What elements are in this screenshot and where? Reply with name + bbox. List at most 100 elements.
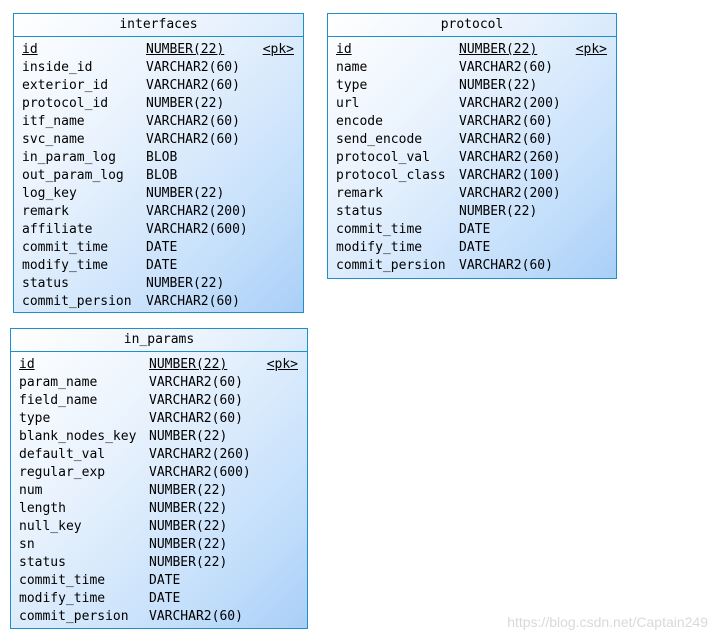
column-name: sn (19, 537, 35, 552)
column-type: NUMBER(22) (459, 42, 538, 57)
column-name: regular_exp (19, 465, 106, 480)
column-type: NUMBER(22) (459, 78, 538, 93)
column-name: id (19, 357, 35, 372)
column-type: DATE (149, 591, 181, 606)
column-name: url (336, 96, 360, 111)
column-name: null_key (19, 519, 82, 534)
column-name: type (336, 78, 368, 93)
column-name: svc_name (22, 132, 85, 147)
column-type: NUMBER(22) (149, 537, 228, 552)
column-type: NUMBER(22) (149, 501, 228, 516)
column-row: type VARCHAR2(60) (11, 410, 307, 428)
column-row: inside_id VARCHAR2(60) (14, 59, 303, 77)
column-row: commit_time DATE (328, 221, 616, 239)
column-type: NUMBER(22) (146, 96, 225, 111)
column-name: protocol_id (22, 96, 109, 111)
column-type: DATE (459, 240, 491, 255)
column-row: status NUMBER(22) (11, 554, 307, 572)
primary-key-marker: <pk> (262, 42, 294, 57)
column-name: commit_persion (22, 294, 132, 309)
column-row: modify_time DATE (14, 257, 303, 275)
column-type: VARCHAR2(200) (459, 96, 561, 111)
column-row: param_name VARCHAR2(60) (11, 374, 307, 392)
column-name: commit_time (336, 222, 423, 237)
column-row: status NUMBER(22) (14, 275, 303, 293)
column-type: VARCHAR2(600) (146, 222, 248, 237)
column-type: NUMBER(22) (146, 276, 225, 291)
column-type: DATE (459, 222, 491, 237)
column-row: url VARCHAR2(200) (328, 95, 616, 113)
column-name: commit_persion (19, 609, 129, 624)
column-name: length (19, 501, 66, 516)
column-name: type (19, 411, 51, 426)
column-name: log_key (22, 186, 77, 201)
column-name: name (336, 60, 368, 75)
column-type: NUMBER(22) (146, 42, 225, 57)
column-type: VARCHAR2(60) (149, 375, 243, 390)
column-name: inside_id (22, 60, 93, 75)
column-name: exterior_id (22, 78, 109, 93)
column-name: field_name (19, 393, 98, 408)
watermark: https://blog.csdn.net/Captain249 (507, 614, 708, 630)
column-name: remark (22, 204, 69, 219)
column-type: NUMBER(22) (149, 429, 228, 444)
column-name: status (336, 204, 383, 219)
column-type: NUMBER(22) (149, 483, 228, 498)
column-name: status (19, 555, 66, 570)
column-type: DATE (146, 258, 178, 273)
column-name: out_param_log (22, 168, 124, 183)
column-row: modify_time DATE (11, 590, 307, 608)
column-name: modify_time (19, 591, 106, 606)
entity-title: interfaces (14, 14, 303, 37)
column-name: commit_persion (336, 258, 446, 273)
column-name: modify_time (22, 258, 109, 273)
column-name: in_param_log (22, 150, 116, 165)
column-name: status (22, 276, 69, 291)
column-type: VARCHAR2(260) (149, 447, 251, 462)
column-name: remark (336, 186, 383, 201)
column-name: commit_time (19, 573, 106, 588)
column-type: VARCHAR2(60) (149, 411, 243, 426)
column-type: VARCHAR2(60) (146, 294, 240, 309)
column-type: NUMBER(22) (149, 357, 228, 372)
column-row: remark VARCHAR2(200) (328, 185, 616, 203)
column-name: id (336, 42, 352, 57)
column-name: protocol_class (336, 168, 446, 183)
column-row: protocol_id NUMBER(22) (14, 95, 303, 113)
column-name: protocol_val (336, 150, 430, 165)
entity-title: in_params (11, 329, 307, 352)
column-row: commit_time DATE (11, 572, 307, 590)
column-row: length NUMBER(22) (11, 500, 307, 518)
column-type: VARCHAR2(60) (459, 60, 553, 75)
column-type: DATE (146, 240, 178, 255)
column-type: VARCHAR2(200) (459, 186, 561, 201)
column-type: VARCHAR2(60) (146, 60, 240, 75)
column-type: NUMBER(22) (149, 555, 228, 570)
column-name: param_name (19, 375, 98, 390)
column-type: DATE (149, 573, 181, 588)
column-row: name VARCHAR2(60) (328, 59, 616, 77)
